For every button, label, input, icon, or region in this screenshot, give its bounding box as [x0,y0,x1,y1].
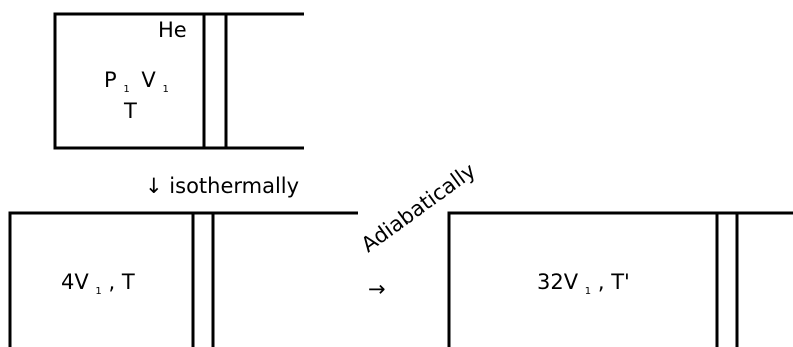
cylinder-isothermal-walls [8,211,358,347]
pressure-subscript: 1 [123,84,129,95]
cylinder-initial [53,12,304,150]
gas-label: He [158,18,187,42]
state-3-label: 32V 1 , T' [537,270,630,299]
cylinder-isothermal [8,211,358,347]
pressure-symbol: P [104,68,117,92]
isothermal-process-label: ↓ isothermally [145,174,299,198]
volume-symbol: V [141,68,156,92]
volume-subscript: 1 [162,84,168,95]
adiabatic-process-label: Adiabatically [357,158,480,257]
cylinder-initial-walls [53,12,304,150]
initial-temperature: T [123,99,137,123]
cylinder-adiabatic [447,211,793,347]
right-arrow-icon: → [368,277,386,301]
initial-pressure-volume: P 1 V 1 [104,68,169,97]
down-arrow-icon: ↓ [145,174,163,198]
isothermal-text: isothermally [169,174,299,198]
cylinder-adiabatic-walls [447,211,793,347]
state-2-label: 4V 1 , T [61,270,135,299]
